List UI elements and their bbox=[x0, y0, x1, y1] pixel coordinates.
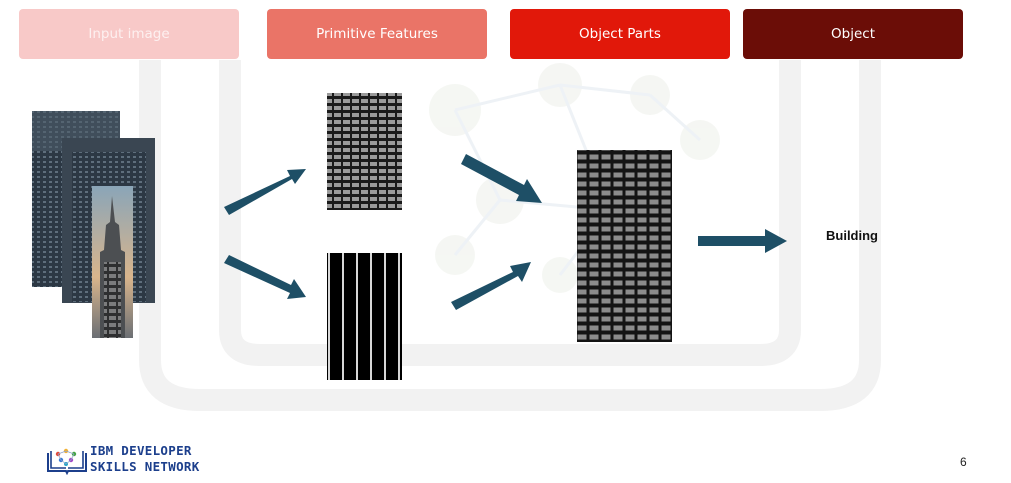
primitive-feature-lines-image bbox=[327, 253, 402, 380]
object-output-label: Building bbox=[826, 228, 878, 243]
logo-line-1: IBM DEVELOPER bbox=[90, 443, 192, 458]
arrow-primitive-bottom-to-parts bbox=[451, 262, 531, 310]
stage-label-object: Object bbox=[743, 9, 963, 59]
stage-label-primitive-features: Primitive Features bbox=[267, 9, 487, 59]
arrow-primitive-top-to-parts bbox=[461, 154, 542, 203]
stage-label-object-parts: Object Parts bbox=[510, 9, 730, 59]
arrow-input-to-primitive-top bbox=[224, 169, 306, 215]
arrow-parts-to-object bbox=[698, 229, 787, 253]
logo-line-2: SKILLS NETWORK bbox=[90, 459, 200, 474]
arrow-input-to-primitive-bottom bbox=[224, 255, 306, 299]
input-image-collage bbox=[32, 111, 155, 338]
arrows bbox=[224, 154, 787, 310]
book-network-icon bbox=[47, 448, 87, 475]
ibm-developer-skills-network-logo: IBM DEVELOPER SKILLS NETWORK bbox=[46, 443, 216, 477]
stage-label-input-image: Input image bbox=[19, 9, 239, 59]
primitive-feature-grid-image bbox=[327, 93, 402, 210]
page-number: 6 bbox=[960, 455, 967, 469]
object-parts-facade-image bbox=[577, 150, 672, 342]
